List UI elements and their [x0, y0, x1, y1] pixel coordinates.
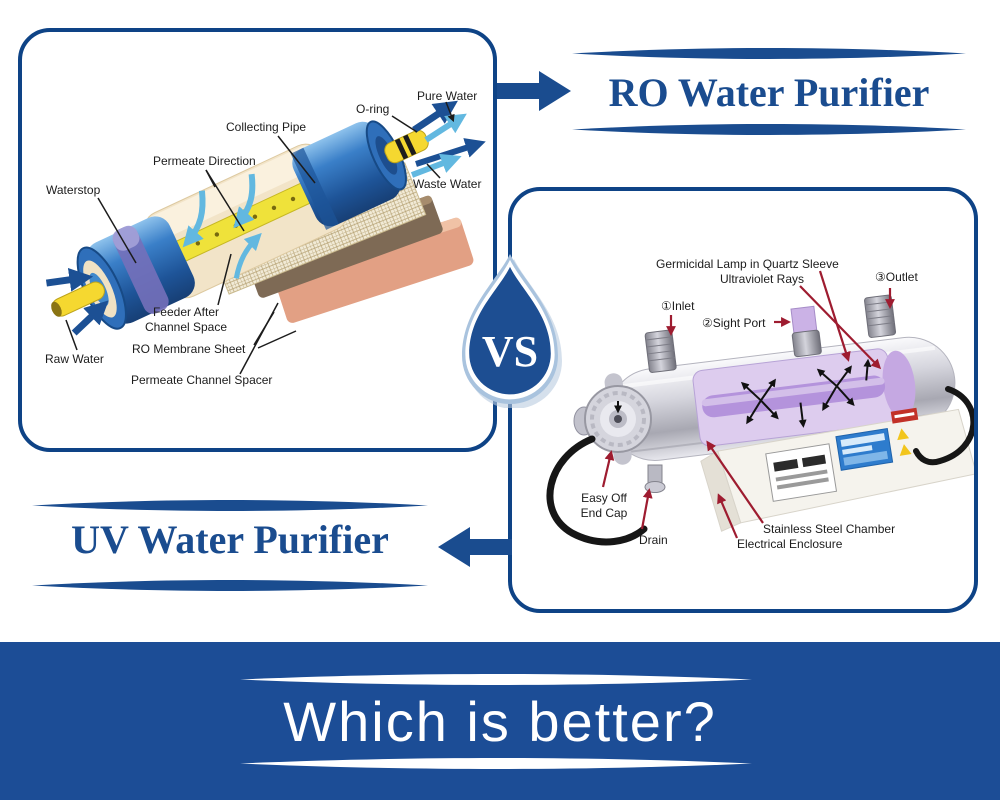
ro-title: RO Water Purifier	[608, 70, 930, 115]
label-channel-space: Channel Space	[144, 319, 228, 334]
label-stainless-steel-chamber: Stainless Steel Chamber	[763, 522, 896, 536]
label-easy-off: Easy Off	[581, 491, 627, 505]
label-electrical-enclosure: Electrical Enclosure	[737, 537, 843, 551]
label-feeder-after-channel-space: Feeder After Channel Space	[134, 305, 238, 334]
label-pure-water: Pure Water	[417, 89, 478, 103]
footer-question: Which is better?	[283, 690, 717, 753]
ro-title-rule-top	[572, 48, 966, 59]
vs-water-drop-icon	[462, 254, 562, 408]
label-waterstop: Waterstop	[46, 183, 101, 197]
label-ultraviolet-rays: Ultraviolet Rays	[720, 272, 805, 286]
uv-diagram-panel: Germicidal Lamp in Quartz Sleeve Ultravi…	[508, 187, 978, 613]
label-easy-off-end-cap: Easy Off End Cap	[574, 491, 634, 520]
label-raw-water: Raw Water	[45, 352, 104, 366]
label-ro-membrane-sheet: RO Membrane Sheet	[132, 342, 246, 356]
footer-rule-top	[240, 674, 752, 685]
uv-sterilizer-illustration	[546, 270, 974, 546]
label-germicidal-lamp: Germicidal Lamp in Quartz Sleeve	[656, 257, 839, 271]
label-sight-port: ②Sight Port	[702, 316, 766, 330]
footer-band	[0, 642, 1000, 800]
ro-title-arrow-icon	[497, 71, 571, 111]
label-o-ring: O-ring	[356, 102, 390, 116]
ro-diagram-panel: O-ring Pure Water Collecting Pipe Permea…	[18, 28, 497, 452]
label-end-cap: End Cap	[580, 505, 628, 520]
label-feeder-after: Feeder After	[152, 305, 220, 319]
uv-title-arrow-icon	[438, 527, 512, 567]
vs-text: VS	[481, 327, 539, 376]
ro-membrane-illustration	[45, 100, 486, 375]
footer-rule-bottom	[240, 758, 752, 769]
label-waste-water: Waste Water	[413, 177, 482, 191]
uv-title-rule-bottom	[32, 580, 428, 591]
label-outlet: ③Outlet	[875, 270, 918, 284]
label-permeate-direction: Permeate Direction	[153, 154, 256, 168]
ro-title-rule-bottom	[572, 124, 966, 135]
label-collecting-pipe: Collecting Pipe	[226, 120, 307, 134]
label-permeate-channel-spacer: Permeate Channel Spacer	[131, 373, 273, 387]
label-drain: Drain	[639, 533, 668, 547]
uv-title-rule-top	[32, 500, 428, 511]
uv-title: UV Water Purifier	[71, 517, 389, 562]
label-inlet: ①Inlet	[661, 299, 695, 313]
